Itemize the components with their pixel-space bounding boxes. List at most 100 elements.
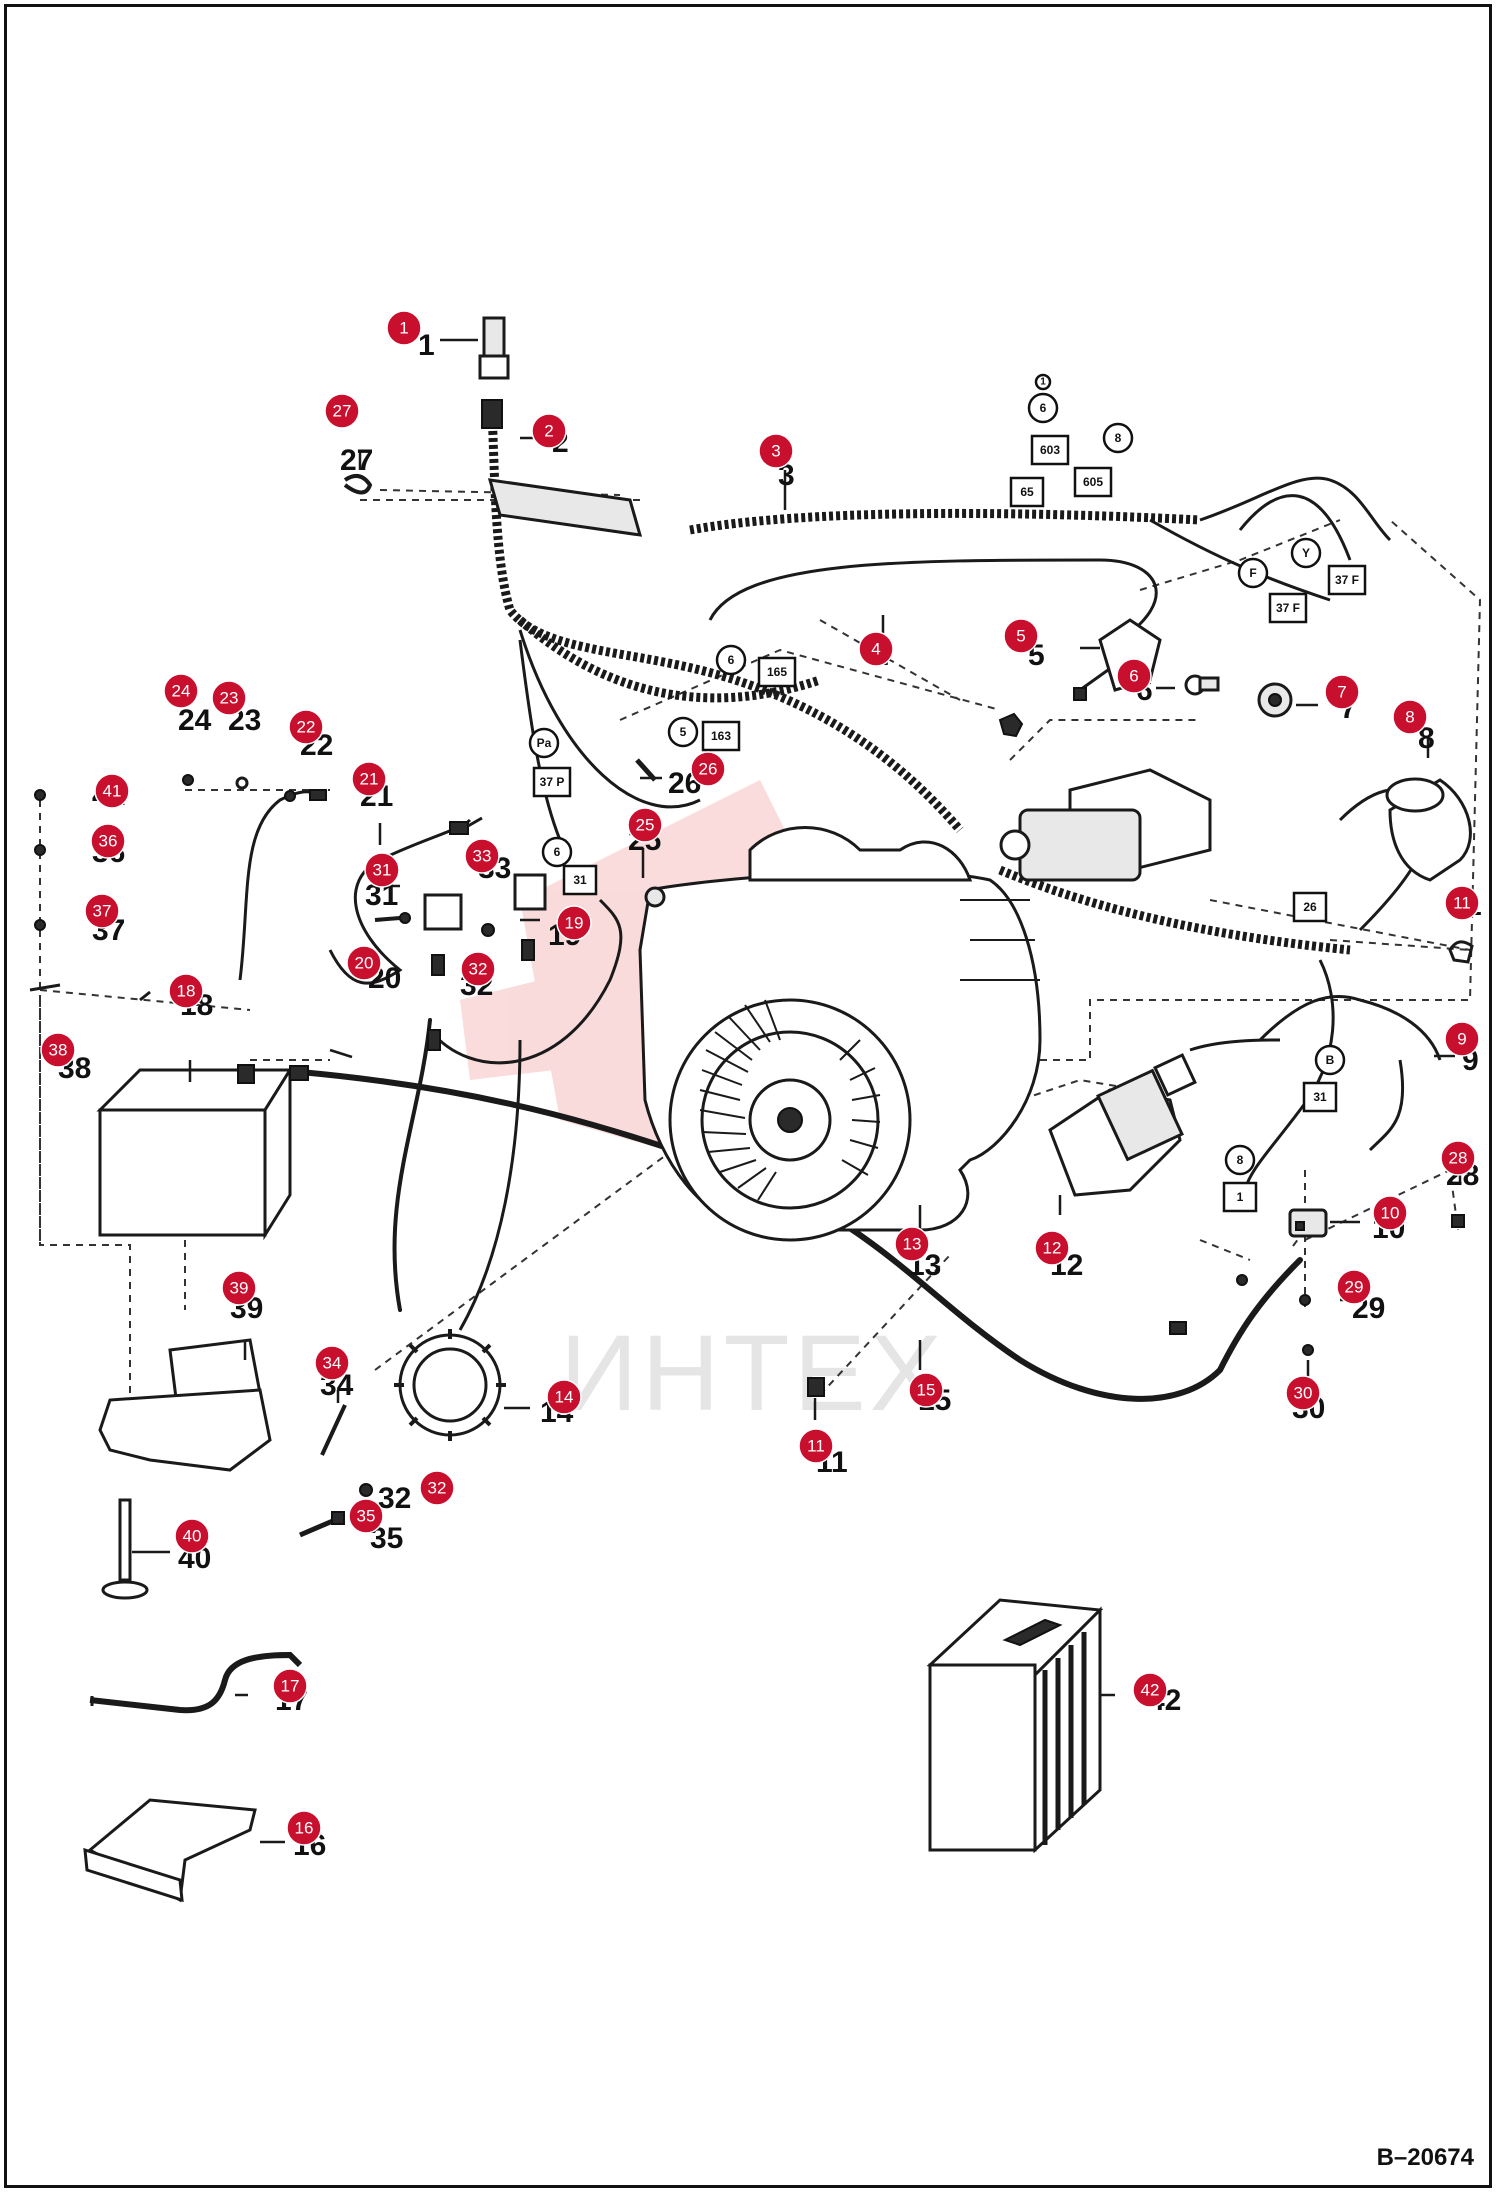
svg-text:9: 9 [1457, 1030, 1466, 1049]
part-number: 27 [340, 444, 373, 477]
svg-text:F: F [1249, 566, 1256, 580]
callout-badge: 29 [1336, 1269, 1372, 1305]
callout-badge: 16 [286, 1810, 322, 1846]
callout-badge: 21 [351, 761, 387, 797]
wire-tags: 6 1 8 603 65 605 6 165 5 163 F 37 F Y 37… [528, 373, 1367, 1213]
callout-badge: 13 [894, 1226, 930, 1262]
callout-badge: 27 [324, 393, 360, 429]
part-number: 32 [378, 1482, 411, 1515]
svg-text:32: 32 [428, 1479, 447, 1498]
svg-text:12: 12 [1043, 1239, 1062, 1258]
callout-badge: 11 [798, 1428, 834, 1464]
sender-7 [1257, 682, 1293, 718]
callout-badge: 34 [314, 1345, 350, 1381]
stator-cable [392, 1018, 432, 1312]
connector-block [487, 478, 643, 537]
svg-text:65: 65 [1020, 485, 1034, 499]
wire-tag: 605 [1073, 466, 1113, 498]
harness-branch-a [517, 616, 822, 703]
callout-badge: 22 [288, 709, 324, 745]
wire-tag: 6 [1027, 392, 1059, 424]
sensor-26 [635, 758, 657, 782]
svg-text:31: 31 [573, 873, 587, 887]
svg-text:26: 26 [1303, 900, 1317, 914]
callout-badge: 26 [690, 751, 726, 787]
callout-badge: 30 [1285, 1375, 1321, 1411]
svg-text:16: 16 [295, 1819, 314, 1838]
svg-text:17: 17 [281, 1677, 300, 1696]
svg-text:24: 24 [172, 682, 191, 701]
callout-badge: 2 [531, 413, 567, 449]
part-number: 1 [418, 329, 435, 362]
callout-badge: 37 [84, 893, 120, 929]
svg-text:13: 13 [903, 1235, 922, 1254]
nut-33 [481, 923, 495, 937]
wire-tag: 5 [667, 716, 699, 748]
drawing-reference-number: B–20674 [1376, 2144, 1474, 2171]
bolt-40 [101, 1498, 149, 1600]
svg-text:10: 10 [1381, 1204, 1400, 1223]
callout-badge: 9 [1444, 1021, 1480, 1057]
part-number: 24 [178, 704, 212, 737]
screw-31 [374, 912, 411, 924]
svg-text:35: 35 [357, 1507, 376, 1526]
wire-tag: 163 [701, 720, 741, 752]
svg-text:30: 30 [1294, 1384, 1313, 1403]
callout-badge: 14 [546, 1379, 582, 1415]
callout-badge: 11 [1444, 885, 1480, 921]
callout-badge: 5 [1003, 618, 1039, 654]
callout-badge: 28 [1440, 1140, 1476, 1176]
callout-badge: 17 [272, 1668, 308, 1704]
wire-tag: 31 [562, 864, 598, 896]
callout-badge: 31 [364, 852, 400, 888]
svg-text:37 F: 37 F [1335, 573, 1359, 587]
svg-text:2: 2 [544, 422, 553, 441]
callout-badge: 42 [1132, 1672, 1168, 1708]
svg-text:7: 7 [1337, 683, 1346, 702]
svg-text:165: 165 [767, 665, 787, 679]
boot-2 [481, 399, 503, 429]
starter-12 [1048, 1053, 1197, 1197]
wire-20 [328, 818, 472, 985]
svg-text:32: 32 [469, 960, 488, 979]
wire-tag: 6 [541, 836, 573, 868]
harness-branch-right [998, 865, 1351, 955]
wire-tag: 37 P [532, 766, 572, 798]
harness [487, 409, 1442, 1191]
spark-plug-1 [478, 316, 510, 380]
wire-tag: 31 [1302, 1081, 1338, 1113]
clip-11-lower [807, 1377, 825, 1397]
tray-39 [98, 1338, 272, 1472]
svg-text:31: 31 [1313, 1090, 1327, 1104]
grommet-25 [644, 886, 666, 908]
callout-badge: 7 [1324, 674, 1360, 710]
svg-text:38: 38 [49, 1041, 68, 1060]
bracket-19 [513, 873, 547, 961]
callout-badge: 20 [346, 945, 382, 981]
svg-text:41: 41 [103, 782, 122, 801]
callout-badge: 1 [386, 310, 422, 346]
pin-34 [320, 1404, 347, 1456]
coil-8 [1385, 777, 1472, 882]
svg-text:37 F: 37 F [1276, 601, 1300, 615]
hardware-36-41-37 [34, 789, 46, 931]
svg-text:15: 15 [917, 1381, 936, 1400]
callout-badge: 4 [858, 631, 894, 667]
grommet-near-6 [998, 712, 1024, 738]
solenoid-10 [1288, 1208, 1328, 1238]
svg-text:5: 5 [680, 725, 687, 739]
svg-text:31: 31 [373, 861, 392, 880]
svg-text:21: 21 [360, 770, 379, 789]
svg-text:19: 19 [565, 914, 584, 933]
svg-text:14: 14 [555, 1388, 574, 1407]
svg-text:36: 36 [99, 832, 118, 851]
svg-text:34: 34 [323, 1354, 342, 1373]
watermark-text: ИНТЕХ [560, 1312, 946, 1433]
callout-badge: 6 [1116, 658, 1152, 694]
svg-text:33: 33 [473, 847, 492, 866]
wire-tag: 37 F [1327, 564, 1367, 596]
wire-tag: 8 [1224, 1144, 1256, 1176]
bolt-35 [299, 1511, 345, 1538]
svg-text:6: 6 [1040, 401, 1047, 415]
